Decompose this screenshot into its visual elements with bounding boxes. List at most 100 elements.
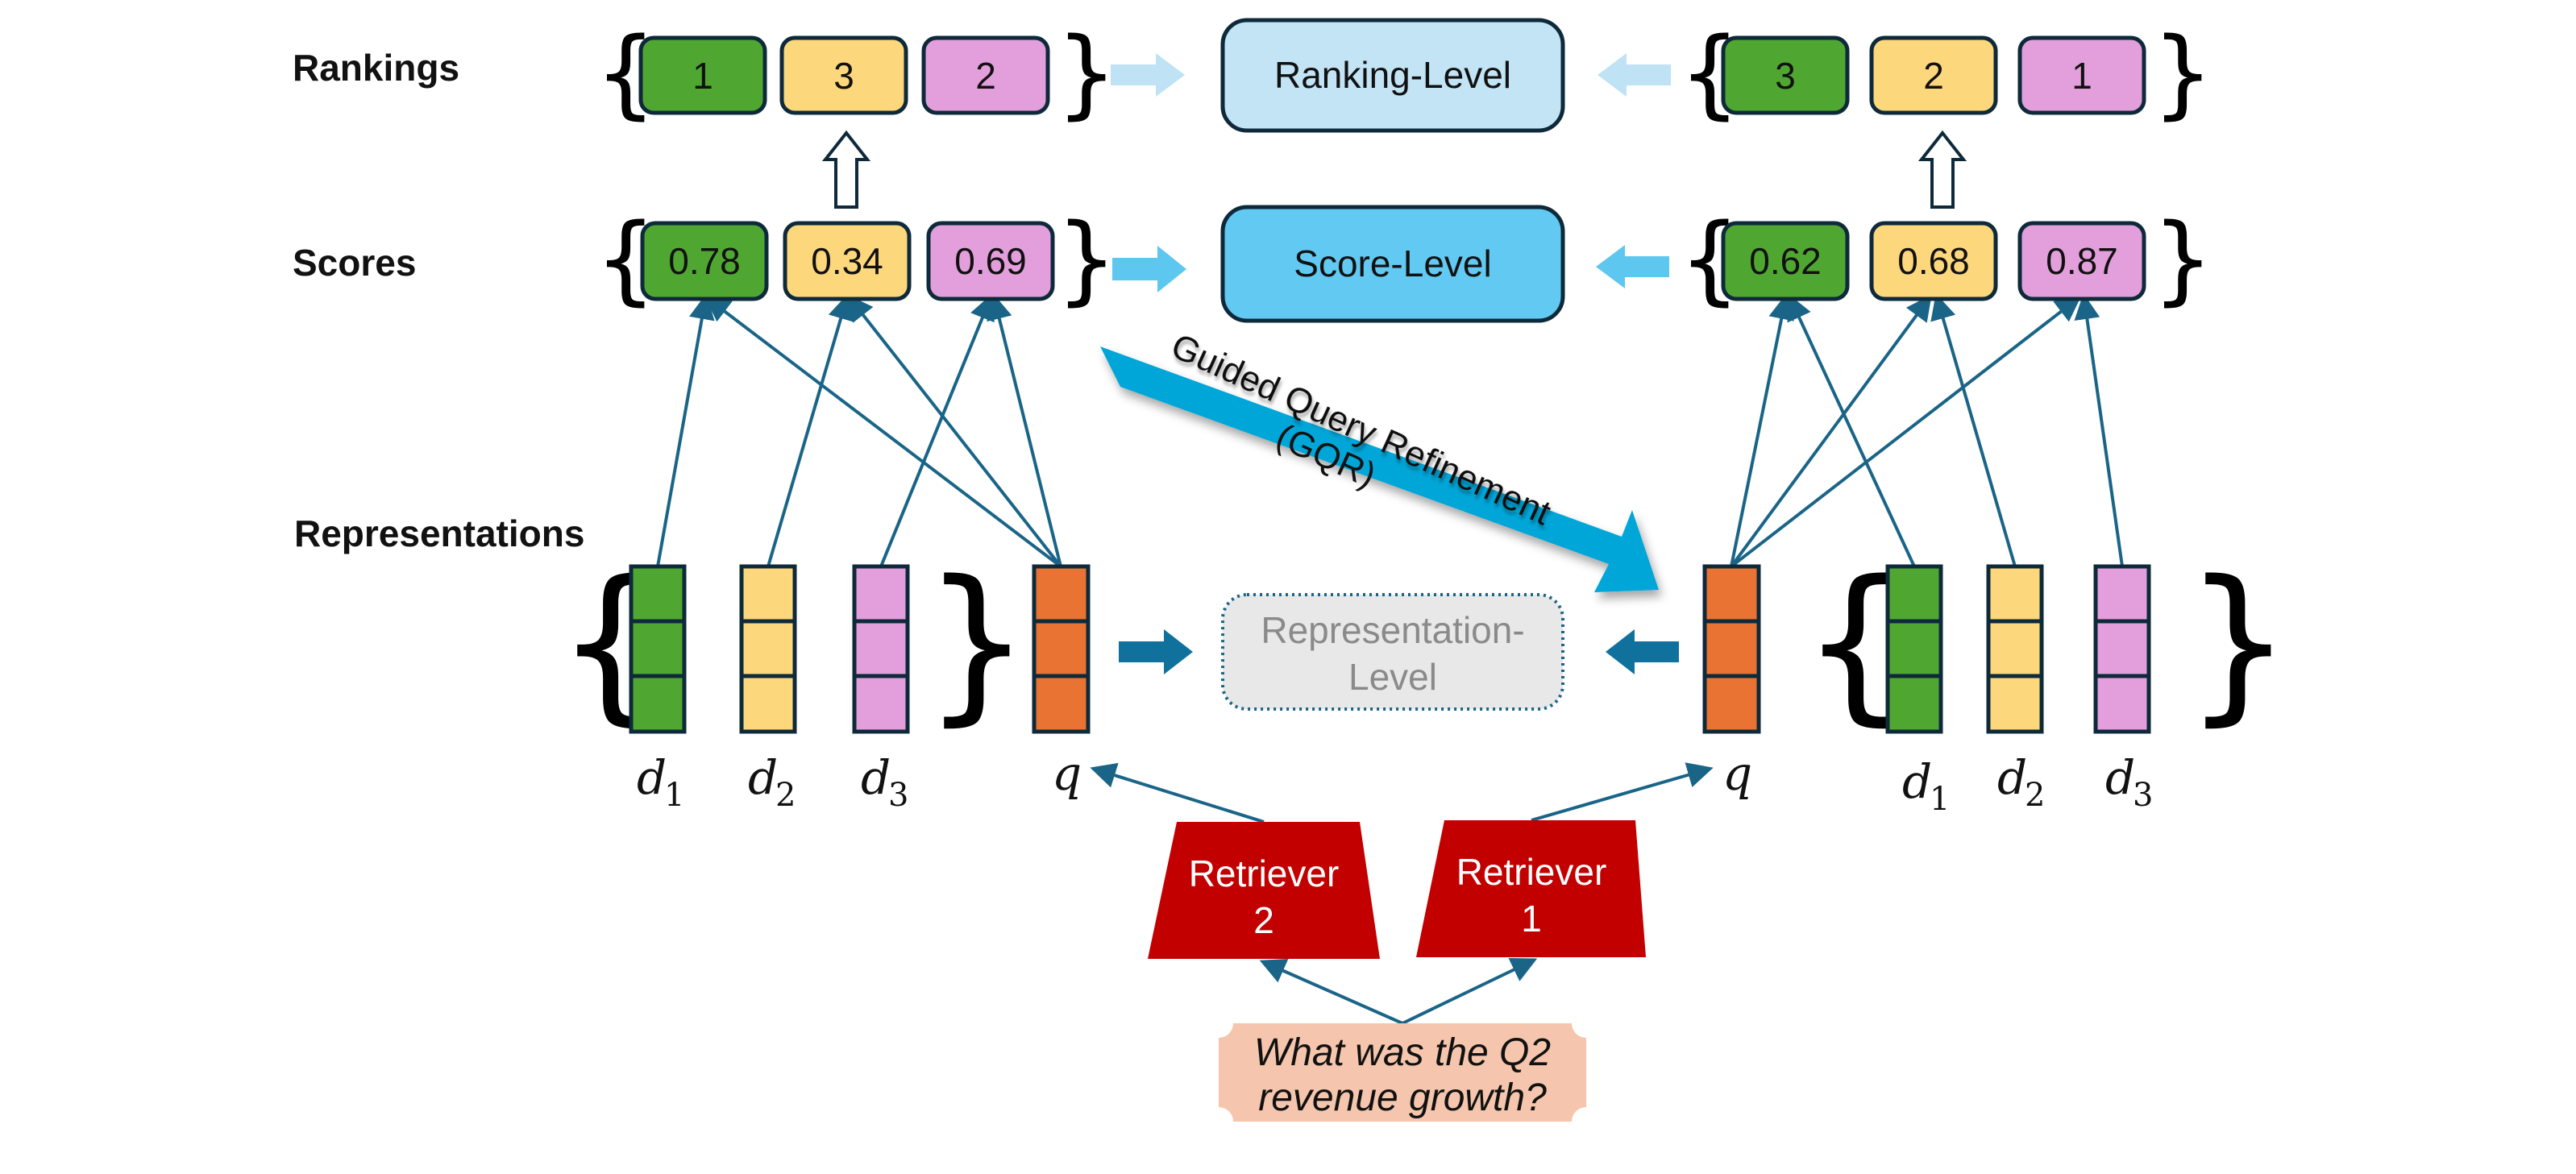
left-rankings-group: { 1 3 2 } (595, 18, 1117, 130)
left-rank-d3-value: 2 (975, 55, 996, 97)
representations-row-label: Representations (294, 512, 584, 554)
retriever-2-shape (1148, 822, 1380, 959)
right-score-box-d1 (1721, 221, 1850, 301)
right-rank-d3-value: 1 (2071, 55, 2092, 97)
right-scores-group: { 0.62 0.68 0.87 } (1679, 204, 2213, 316)
left-vector-d2 (739, 564, 797, 734)
left-score-d1-value: 0.78 (668, 240, 741, 282)
left-to-score-level-arrow-icon (1112, 246, 1186, 292)
right-rank-d1-value: 3 (1775, 55, 1796, 97)
svg-text:3: 3 (2133, 777, 2153, 814)
right-vector-query (1702, 564, 1761, 734)
right-rank-d2-value: 2 (1923, 55, 1944, 97)
svg-text:d: d (861, 750, 891, 805)
retriever-2-label-line2: 2 (1253, 899, 1274, 941)
right-edge-d2-score (1930, 293, 2017, 567)
ranking-level-box (1220, 18, 1565, 133)
left-rank-d1-value: 1 (692, 55, 713, 97)
left-reps-close-brace: } (923, 544, 1031, 741)
query-text-line2: revenue growth? (1258, 1077, 1547, 1119)
right-edge-q-score1 (1730, 293, 1794, 567)
right-rank-box-d3 (2017, 35, 2146, 115)
right-vector-d1 (1885, 564, 1943, 734)
left-score-box-d3 (926, 221, 1055, 301)
right-doc-label-2: d 2 (1997, 750, 2045, 814)
representation-level-label-line1: Representation- (1261, 609, 1524, 651)
right-doc-label-3: d 3 (2105, 750, 2153, 814)
left-score-d2-value: 0.34 (811, 240, 883, 282)
right-edge-q-score2 (1730, 294, 1932, 568)
left-to-ranking-level-arrow-icon (1111, 53, 1185, 97)
right-rank-box-d2 (1869, 35, 1998, 115)
svg-text:2: 2 (775, 777, 796, 814)
right-to-representation-level-arrow-icon (1606, 629, 1679, 674)
retriever1-to-right-q (1531, 762, 1714, 822)
query-to-retriever2 (1259, 959, 1403, 1025)
retriever2-to-left-q (1090, 762, 1265, 823)
left-scores-to-rankings-arrow-icon (821, 130, 871, 209)
right-score-d3-value: 0.87 (2046, 240, 2118, 282)
retriever-2: Retriever 2 (1148, 822, 1380, 959)
retriever-1: Retriever 1 (1416, 820, 1646, 957)
scores-row-label: Scores (293, 242, 416, 284)
query-box: What was the Q2 revenue growth? (1219, 1023, 1586, 1122)
right-query-label: q (1722, 746, 1752, 801)
left-vector-query (1032, 564, 1091, 734)
left-representations-group: { } (556, 544, 1091, 741)
right-vector-d2 (1986, 564, 2044, 734)
left-vector-d1 (629, 564, 687, 734)
svg-text:d: d (637, 750, 667, 805)
right-rankings-close-brace: } (2152, 18, 2213, 130)
representation-level-label-line2: Level (1348, 656, 1437, 698)
right-scores-close-brace: } (2152, 204, 2213, 316)
svg-text:3: 3 (888, 777, 908, 814)
left-edge-d1-score (656, 293, 715, 567)
left-vector-d3 (852, 564, 910, 734)
left-edge-d2-score (767, 293, 854, 567)
query-to-retriever1 (1402, 957, 1538, 1025)
left-rank-box-d2 (779, 35, 908, 115)
retriever-2-label-line1: Retriever (1189, 852, 1340, 894)
right-doc-label-1: d 1 (1902, 754, 1950, 818)
left-doc-label-1: d 1 (637, 750, 684, 814)
score-level-box (1220, 205, 1565, 323)
right-score-d1-value: 0.62 (1749, 240, 1822, 282)
left-edge-d3-score (879, 293, 995, 567)
retriever-1-label-line1: Retriever (1456, 851, 1607, 893)
svg-text:d: d (2105, 750, 2135, 805)
svg-text:d: d (1902, 754, 1932, 809)
right-representations-group: { } (1702, 544, 2292, 741)
right-to-ranking-level-arrow-icon (1598, 53, 1671, 97)
gqr-label: Guided Query Refinement (GQR) (1165, 326, 1556, 533)
retriever-1-shape (1416, 820, 1646, 957)
left-edge-q-score3 (987, 293, 1062, 567)
query-box-shape (1219, 1023, 1586, 1122)
ranking-level-label: Ranking-Level (1274, 54, 1511, 96)
left-to-representation-level-arrow-icon (1119, 629, 1193, 674)
right-edge-d1-score (1787, 293, 1916, 567)
left-query-label: q (1052, 746, 1082, 801)
left-score-d3-value: 0.69 (954, 240, 1027, 282)
gqr-label-line1: Guided Query Refinement (1165, 326, 1556, 533)
left-score-box-d1 (640, 221, 769, 301)
left-rank-box-d1 (638, 35, 767, 115)
svg-text:d: d (1997, 750, 2027, 805)
svg-text:2: 2 (2025, 777, 2045, 814)
svg-text:1: 1 (664, 777, 684, 814)
right-rank-box-d1 (1721, 35, 1850, 115)
left-doc-label-2: d 2 (748, 750, 796, 814)
rankings-row-label: Rankings (293, 47, 459, 89)
edges-group (656, 293, 2124, 1025)
gqr-arrow-icon (1100, 346, 1659, 592)
left-rank-box-d3 (921, 35, 1050, 115)
query-text-line1: What was the Q2 (1254, 1031, 1551, 1074)
gqr-arrow (1100, 346, 1659, 592)
left-rank-d2-value: 3 (833, 55, 854, 97)
svg-text:d: d (748, 750, 778, 805)
left-score-box-d2 (783, 221, 912, 301)
right-scores-to-rankings-arrow-icon (1917, 130, 1967, 209)
right-vector-d3 (2093, 564, 2151, 734)
left-edge-q-score2 (847, 294, 1062, 568)
